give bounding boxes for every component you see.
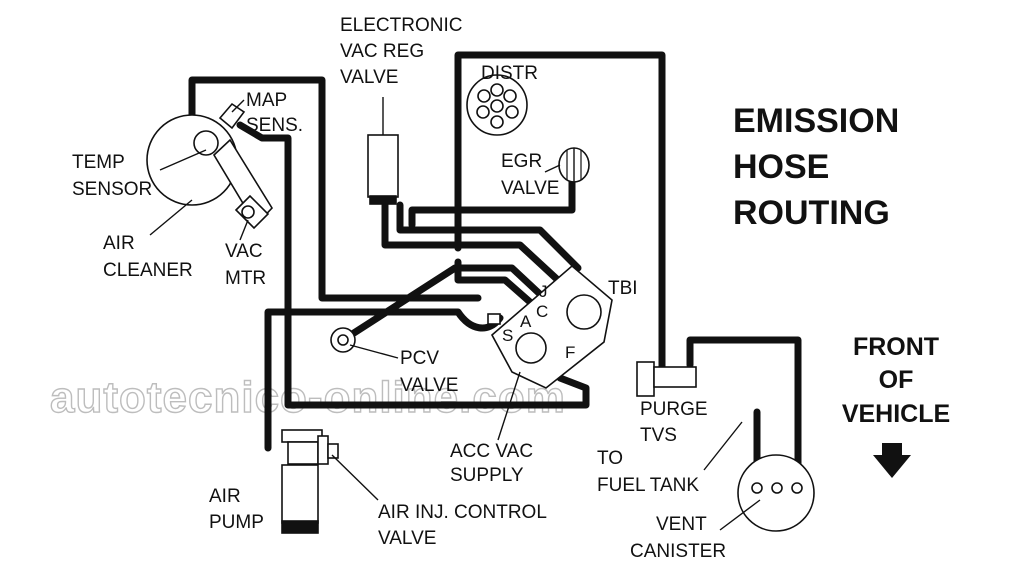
leader-temp-sensor xyxy=(159,149,207,171)
label-pcv-2: VALVE xyxy=(400,375,458,396)
air-inj-valve-nipple xyxy=(327,443,339,459)
label-fuel-1: TO xyxy=(597,448,623,469)
front-line-3: VEHICLE xyxy=(842,400,950,428)
label-acc-vac-1: ACC VAC xyxy=(450,441,533,462)
hose-purge-canister xyxy=(686,336,802,492)
label-egr-1: EGR xyxy=(501,151,542,172)
leader-fuel-tank xyxy=(703,421,743,471)
front-line-2: OF xyxy=(879,366,914,394)
hose-pcv-return xyxy=(284,308,590,409)
tbi-port-j: J xyxy=(539,282,548,301)
leader-pcv xyxy=(349,344,399,359)
hose-s-port xyxy=(454,258,534,306)
leader-map-sensor xyxy=(231,99,245,113)
title-line-2: HOSE xyxy=(733,148,829,186)
leader-air-cleaner xyxy=(149,199,193,236)
tbi-injector-s xyxy=(515,332,547,364)
purge-tvs xyxy=(636,361,655,397)
leader-vac-motor xyxy=(239,219,249,241)
front-line-1: FRONT xyxy=(853,333,939,361)
label-air-inj-2: VALVE xyxy=(378,528,436,549)
air-inj-control-valve xyxy=(281,429,323,443)
label-fuel-2: FUEL TANK xyxy=(597,475,699,496)
air-pump-base xyxy=(281,520,319,534)
leader-acc-vac xyxy=(497,371,521,441)
leader-egr xyxy=(544,164,561,173)
label-tbi: TBI xyxy=(608,278,638,299)
hose-map-sensor xyxy=(188,76,482,302)
canister-port-fuel xyxy=(751,482,763,494)
leader-vent-canister xyxy=(719,499,761,531)
leader-air-inj xyxy=(331,454,379,501)
temp-sensor xyxy=(193,130,219,156)
label-vac-mtr-1: VAC xyxy=(225,241,263,262)
canister-port-purge xyxy=(791,482,803,494)
tbi-port-f: F xyxy=(565,343,575,362)
air-inj-valve-side xyxy=(317,435,329,465)
label-air-inj-1: AIR INJ. CONTROL xyxy=(378,502,547,523)
label-egr-2: VALVE xyxy=(501,178,559,199)
purge-tvs-body xyxy=(653,366,697,388)
label-air-cleaner-2: CLEANER xyxy=(103,260,193,281)
label-evrv-1: ELECTRONIC xyxy=(340,15,462,36)
label-vac-mtr-2: MTR xyxy=(225,268,266,289)
label-air-pump-1: AIR xyxy=(209,486,241,507)
label-pcv-1: PCV xyxy=(400,348,439,369)
vac-motor-port xyxy=(241,205,255,219)
tbi-port-s-fitting xyxy=(487,313,501,325)
canister-port-vent xyxy=(771,482,783,494)
hose-evrv-vent xyxy=(396,201,582,272)
label-temp-1: TEMP xyxy=(72,152,125,173)
hose-vac-motor xyxy=(236,121,292,316)
label-air-pump-2: PUMP xyxy=(209,512,264,533)
hose-evrv-egr xyxy=(381,201,564,286)
hose-pcv-valve xyxy=(339,264,546,344)
tbi-port-s: S xyxy=(502,326,513,345)
map-sensor xyxy=(218,102,246,130)
hose-egr-valve xyxy=(408,176,576,229)
tbi-port-c: C xyxy=(536,302,548,321)
pcv-valve-core xyxy=(337,334,349,346)
label-map-1: MAP xyxy=(246,90,287,111)
tbi-injector-j xyxy=(566,294,602,330)
distributor-towers xyxy=(476,83,519,129)
label-acc-vac-2: SUPPLY xyxy=(450,465,524,486)
label-evrv-2: VAC REG xyxy=(340,41,424,62)
arrow-down-icon-stem xyxy=(882,443,902,457)
label-air-cleaner-1: AIR xyxy=(103,233,135,254)
label-temp-2: SENSOR xyxy=(72,179,152,200)
label-map-2: SENS. xyxy=(246,115,303,136)
air-pump xyxy=(281,464,319,524)
hose-purge-loop xyxy=(454,51,666,372)
tbi-port-a: A xyxy=(520,312,532,331)
label-purge-2: TVS xyxy=(640,425,677,446)
watermark: autotecnico-online.com xyxy=(50,373,566,422)
label-canister: CANISTER xyxy=(630,541,726,562)
evrv-base xyxy=(369,195,397,205)
label-distr: DISTR xyxy=(481,63,538,84)
title-line-3: ROUTING xyxy=(733,194,890,232)
label-purge-1: PURGE xyxy=(640,399,708,420)
label-vent: VENT xyxy=(656,514,707,535)
label-evrv-3: VALVE xyxy=(340,67,398,88)
electronic-vac-reg-valve xyxy=(367,134,399,198)
arrow-down-icon xyxy=(873,455,911,478)
title-line-1: EMISSION xyxy=(733,102,899,140)
air-inj-valve-body xyxy=(287,441,319,465)
